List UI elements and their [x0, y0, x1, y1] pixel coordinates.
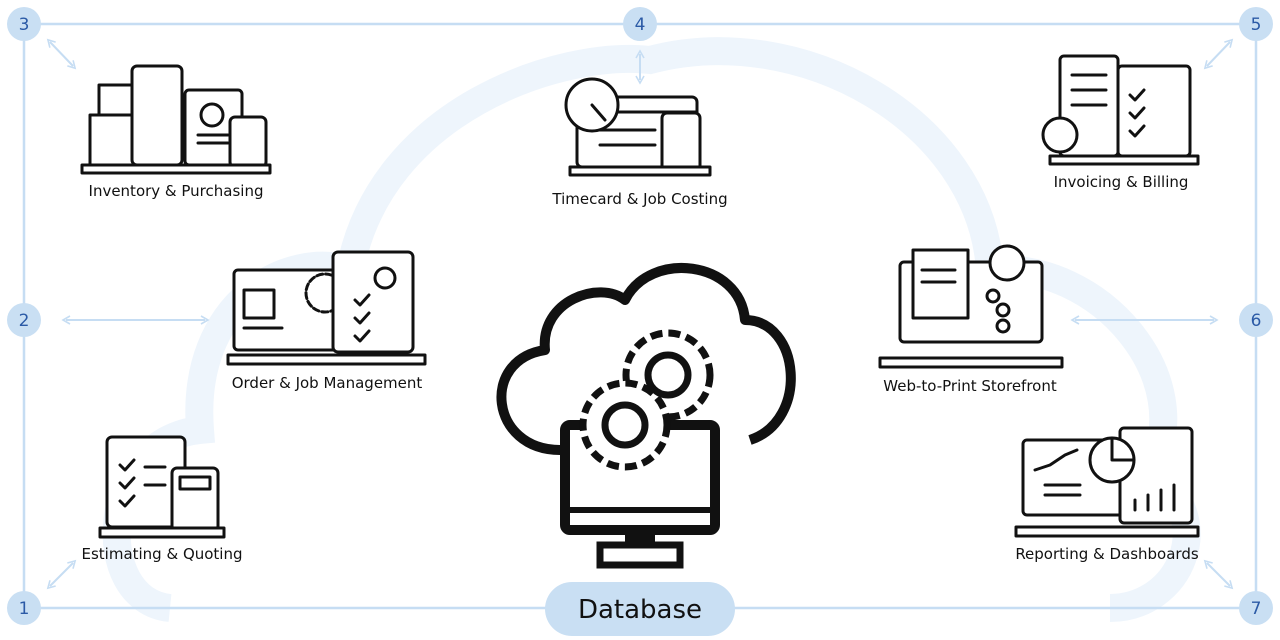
node-number: 2: [19, 311, 30, 331]
double-arrow-icon: [1203, 38, 1234, 70]
module-label: Reporting & Dashboards: [1015, 545, 1199, 563]
receipt-checklist-icon: [1041, 54, 1200, 166]
double-arrows: [46, 38, 1234, 590]
database-badge: Database: [545, 582, 735, 636]
node-number: 6: [1251, 311, 1262, 331]
monitor-document-wifi-icon: [878, 244, 1064, 369]
module-label: Invoicing & Billing: [1054, 173, 1189, 191]
module-order-job-management: Order & Job Management: [226, 250, 427, 392]
node-number: 1: [19, 599, 30, 619]
module-inventory-purchasing: Inventory & Purchasing: [80, 64, 272, 200]
node-number: 4: [635, 15, 646, 35]
node-number: 3: [19, 15, 30, 35]
node-6: 6: [1239, 303, 1273, 337]
module-invoicing-billing: Invoicing & Billing: [1041, 54, 1200, 191]
module-web-to-print-storefront: Web-to-Print Storefront: [878, 244, 1064, 395]
boxes-clipboard-calculator-icon: [80, 64, 272, 175]
database-label: Database: [578, 595, 702, 625]
node-number: 7: [1251, 599, 1262, 619]
node-3: 3: [7, 7, 41, 41]
node-7: 7: [1239, 591, 1273, 625]
monitor-gear-clipboard-icon: [226, 250, 427, 366]
module-label: Estimating & Quoting: [81, 545, 242, 563]
stopwatch-calendar-calculator-icon: [564, 77, 712, 177]
node-4: 4: [623, 7, 657, 41]
cloud-gears-monitor-icon: [496, 263, 796, 569]
module-label: Web-to-Print Storefront: [883, 377, 1057, 395]
node-number: 5: [1251, 15, 1262, 35]
module-label: Timecard & Job Costing: [551, 190, 727, 208]
double-arrow-icon: [46, 559, 77, 590]
node-5: 5: [1239, 7, 1273, 41]
double-arrow-icon: [1203, 559, 1234, 590]
module-label: Inventory & Purchasing: [89, 182, 264, 200]
module-timecard-job-costing: Timecard & Job Costing: [551, 77, 728, 208]
monitor-charts-icon: [1014, 426, 1200, 538]
double-arrow-icon: [46, 38, 77, 70]
checklist-calculator-icon: [98, 435, 226, 539]
module-label: Order & Job Management: [232, 374, 423, 392]
module-reporting-dashboards: Reporting & Dashboards: [1014, 426, 1200, 563]
node-1: 1: [7, 591, 41, 625]
node-2: 2: [7, 303, 41, 337]
module-estimating-quoting: Estimating & Quoting: [81, 435, 243, 563]
